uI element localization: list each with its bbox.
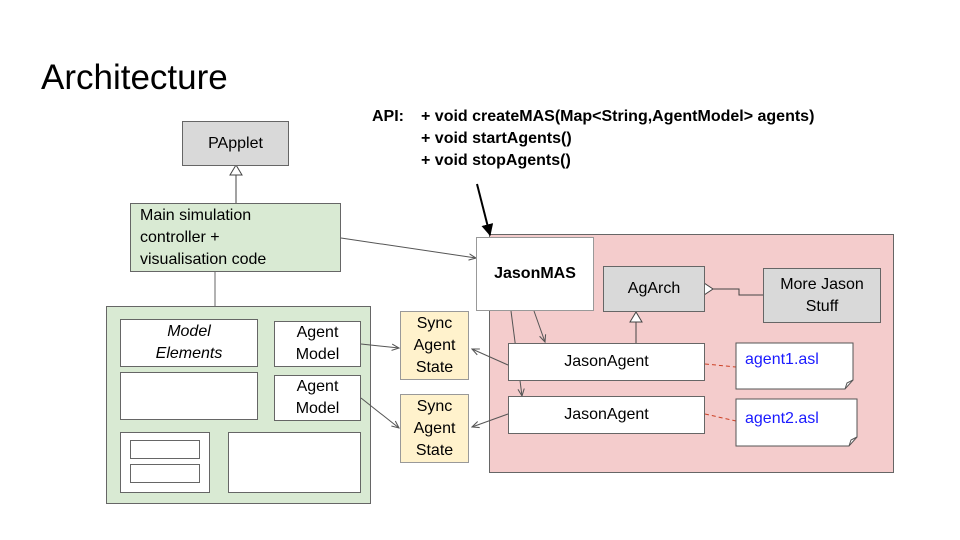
line-agarch-more [713,288,763,296]
jason-agent-1-label: JasonAgent [564,353,649,370]
papplet-label: PApplet [208,134,263,152]
more-jason-line-2: Stuff [805,297,839,315]
jason-agent-2-label: JasonAgent [564,406,649,423]
main-sim-line-1: Main simulation [140,206,252,224]
jasonmas-box: JasonMAS [476,237,594,311]
sync-2-line-2: Agent [413,419,456,437]
main-simulation-box: Main simulation controller + visualisati… [130,203,341,272]
jason-agent-box-1: JasonAgent [508,343,705,381]
dashed-agent2-file [704,413,737,422]
model-empty-box-1 [120,372,258,420]
api-method-create-mas: + void createMAS(Map<String,AgentModel> … [421,108,815,125]
agent-model-2-line-1: Agent [296,378,339,395]
slide-title: Architecture [41,58,228,97]
model-small-box-1 [130,440,200,459]
sync-agent-state-1: Sync Agent State [400,311,469,380]
model-elements-line-2: Elements [155,345,223,362]
file-fold-agent2 [848,436,858,447]
line-agent1-sync1 [472,349,509,366]
sync-2-line-3: State [415,441,454,459]
agent-model-box-1: Agent Model [274,321,361,367]
api-pointer-arrow [476,183,494,237]
line-agent2-sync2 [472,413,509,427]
agent1-file-label: agent1.asl [745,351,819,368]
sync-1-line-2: Agent [413,336,456,354]
more-jason-line-1: More Jason [780,275,864,293]
dashed-agent1-file [704,363,737,368]
api-method-stop-agents: + void stopAgents() [421,152,571,169]
model-elements-box: Model Elements [120,319,258,367]
agarch-class: AgArch [603,266,705,312]
agent-model-2-line-2: Model [295,400,340,417]
inherit-arrowhead-agarch [629,311,643,323]
main-sim-line-2: controller + [140,228,220,246]
sync-2-line-1: Sync [416,397,453,415]
line-model2-sync2 [360,397,399,428]
agent2-file-label: agent2.asl [745,410,819,427]
file-shape-agent1 [735,342,854,390]
line-jasonmas-agent1 [533,310,545,342]
line-main-jasonmas [340,237,476,258]
jason-agent-box-2: JasonAgent [508,396,705,434]
main-sim-line-3: visualisation code [140,250,267,268]
sync-1-line-1: Sync [416,314,453,332]
api-label: API: [372,108,404,125]
sync-1-line-3: State [415,358,454,376]
inherit-arrowhead-papplet [229,164,243,176]
agent-model-box-2: Agent Model [274,375,361,421]
line-model1-sync1 [360,343,399,348]
api-method-start-agents: + void startAgents() [421,130,572,147]
model-elements-line-1: Model [167,323,211,340]
more-jason-stuff-box: More Jason Stuff [763,268,881,323]
sync-agent-state-2: Sync Agent State [400,394,469,463]
papplet-class: PApplet [182,121,289,166]
file-shape-agent2 [735,398,858,447]
agent-model-1-line-2: Model [295,346,340,363]
agarch-label: AgArch [627,280,681,297]
file-fold-agent1 [844,379,854,390]
model-small-box-2 [130,464,200,483]
agent-model-1-line-1: Agent [296,324,339,341]
model-empty-box-3 [228,432,361,493]
jasonmas-label: JasonMAS [494,265,576,282]
